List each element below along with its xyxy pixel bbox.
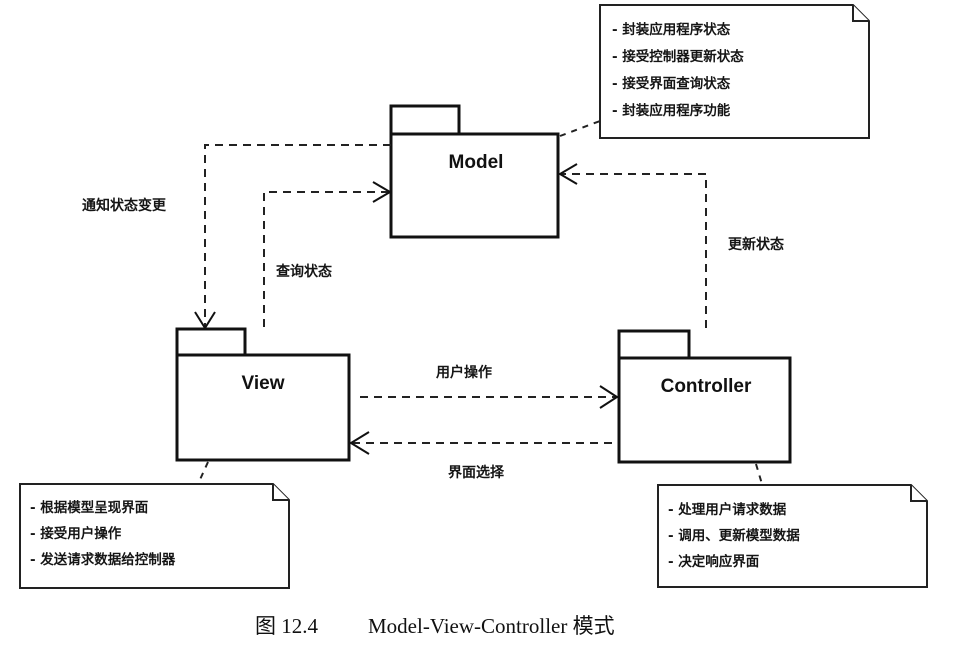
controller-note-item: - 决定响应界面 [668, 553, 760, 570]
notify-arrow-head [194, 311, 216, 330]
query-state-label: 查询状态 [276, 263, 332, 280]
view-note: - 根据模型呈现界面 - 接受用户操作 - 发送请求数据给控制器 [19, 461, 290, 589]
view-note-corner-fold [272, 484, 289, 501]
figure-caption: 图 12.4 Model-View-Controller 模式 [255, 614, 615, 638]
view-note-item: - 发送请求数据给控制器 [30, 551, 176, 568]
user-action-arrow: 用户操作 [360, 364, 619, 409]
controller-note-box [657, 484, 928, 588]
model-note-connector [559, 120, 601, 137]
model-note-item: - 接受控制器更新状态 [612, 48, 744, 65]
model-note-item: - 封装应用程序功能 [612, 102, 731, 119]
query-state-arrow: 查询状态 [263, 181, 392, 327]
view-selection-arrow-head [349, 431, 370, 455]
controller-package-body [617, 356, 792, 464]
model-note-item: - 封装应用程序状态 [612, 21, 731, 38]
view-note-box [19, 483, 290, 589]
model-note-corner-fold [852, 5, 869, 22]
view-package-body [175, 353, 351, 462]
view-note-connector [197, 461, 209, 485]
user-action-arrow-head [599, 385, 619, 409]
model-note: - 封装应用程序状态 - 接受控制器更新状态 - 接受界面查询状态 - 封装应用… [559, 4, 870, 139]
view-package-title: View [242, 373, 285, 394]
view-note-item: - 根据模型呈现界面 [30, 499, 149, 516]
model-note-box [599, 4, 870, 139]
update-state-arrow: 更新状态 [558, 163, 784, 328]
view-selection-arrow: 界面选择 [349, 431, 612, 481]
model-package-title: Model [449, 152, 504, 173]
view-note-item: - 接受用户操作 [30, 525, 122, 542]
update-arrow-line [560, 173, 707, 328]
model-package-body [389, 132, 560, 239]
controller-note-item: - 调用、更新模型数据 [668, 527, 800, 544]
controller-package-tab [617, 329, 691, 360]
model-package-tab [389, 104, 461, 136]
controller-note-connector [755, 463, 763, 485]
controller-note-item: - 处理用户请求数据 [668, 501, 787, 518]
figure-number: 图 12.4 [255, 614, 318, 638]
update-state-label: 更新状态 [728, 236, 784, 253]
controller-note: - 处理用户请求数据 - 调用、更新模型数据 - 决定响应界面 [657, 463, 928, 588]
query-arrow-head [372, 181, 392, 203]
view-package-tab [175, 327, 247, 357]
controller-package-title: Controller [661, 376, 752, 397]
controller-package: Controller [617, 329, 792, 464]
update-arrow-head [558, 163, 578, 185]
notify-state-change-label: 通知状态变更 [82, 197, 167, 214]
figure-title: Model-View-Controller 模式 [368, 614, 615, 638]
query-arrow-line [263, 191, 389, 327]
view-package: View [175, 327, 351, 462]
notify-state-change-arrow: 通知状态变更 [82, 144, 391, 330]
model-package: Model [389, 104, 560, 239]
controller-note-corner-fold [910, 485, 927, 502]
notify-arrow-line [204, 144, 391, 326]
user-action-label: 用户操作 [436, 364, 492, 381]
model-note-item: - 接受界面查询状态 [612, 75, 731, 92]
view-selection-label: 界面选择 [448, 464, 505, 481]
